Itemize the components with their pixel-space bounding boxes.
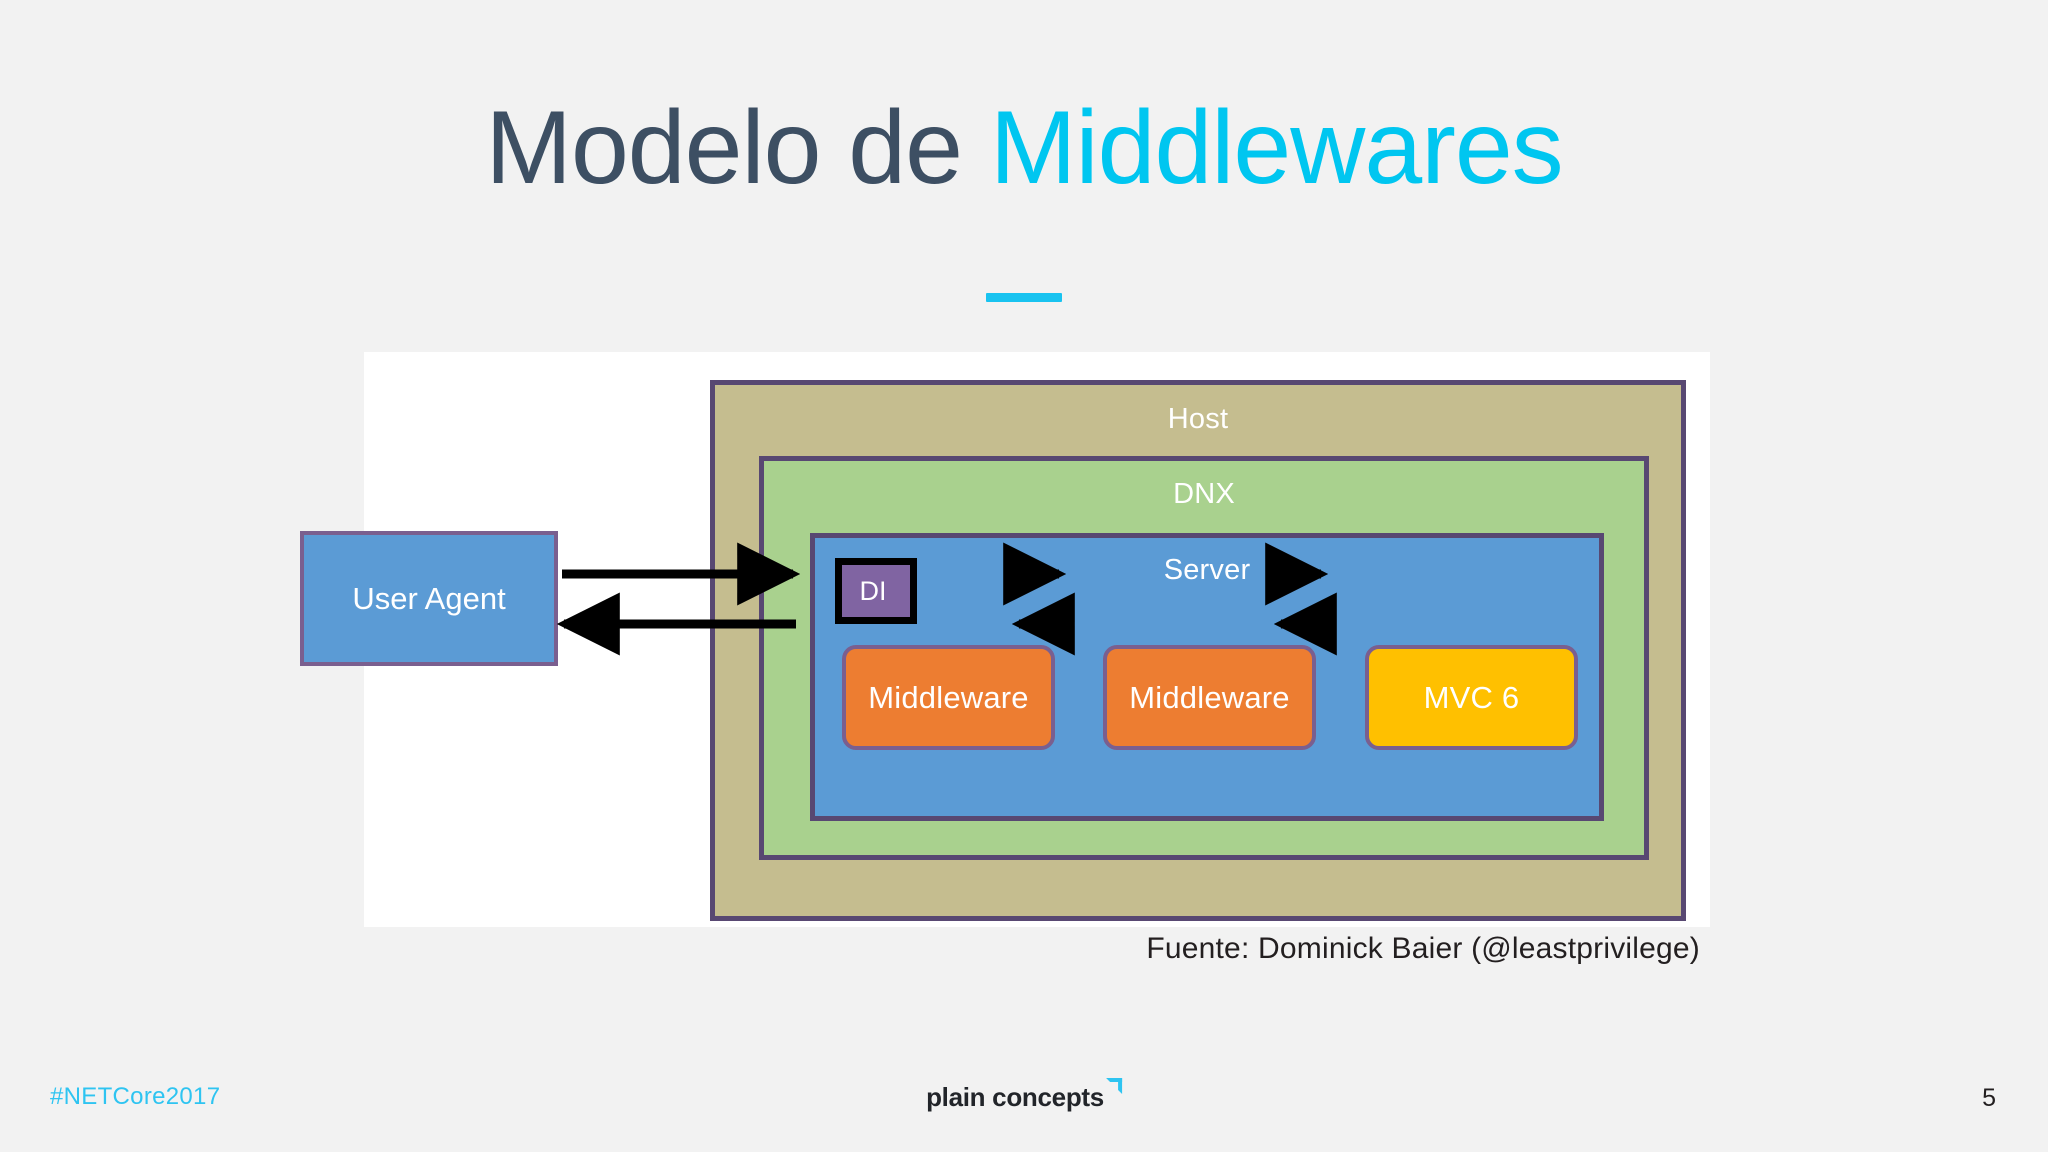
- page-number: 5: [1982, 1084, 1996, 1112]
- host-label: Host: [1167, 403, 1229, 435]
- server-label: Server: [1163, 554, 1251, 586]
- footer-hashtag: #NETCore2017: [50, 1083, 221, 1110]
- middleware-box-2: Middleware: [1103, 645, 1316, 750]
- brand-logo: plain concepts: [926, 1078, 1122, 1113]
- dnx-label: DNX: [1173, 478, 1235, 510]
- middleware-box-1-label: Middleware: [868, 679, 1029, 715]
- source-caption: Fuente: Dominick Baier (@leastprivilege): [1146, 932, 1700, 965]
- diagram-panel: Host DNX Server DI Middleware Middleware: [300, 352, 1710, 927]
- user-agent-label: User Agent: [352, 580, 506, 616]
- page-title: Modelo de Middlewares: [0, 96, 2048, 200]
- mvc6-box: MVC 6: [1365, 645, 1578, 750]
- bracket-icon: [1105, 1078, 1122, 1094]
- middleware-box-1: Middleware: [842, 645, 1055, 750]
- di-label: DI: [859, 575, 887, 606]
- mvc6-box-label: MVC 6: [1423, 679, 1520, 715]
- host-box: Host DNX Server DI Middleware Middleware: [710, 380, 1686, 921]
- title-primary-text: Modelo de: [485, 90, 990, 206]
- user-agent-box: User Agent: [300, 531, 558, 666]
- dnx-box: DNX Server DI Middleware Middleware MVC …: [759, 456, 1649, 860]
- title-divider-rule: [986, 293, 1062, 302]
- middleware-box-2-label: Middleware: [1129, 679, 1290, 715]
- server-box: Server DI Middleware Middleware MVC 6: [810, 533, 1604, 821]
- di-box: DI: [835, 558, 917, 624]
- brand-logo-text: plain concepts: [926, 1082, 1104, 1112]
- title-accent-text: Middlewares: [989, 90, 1564, 206]
